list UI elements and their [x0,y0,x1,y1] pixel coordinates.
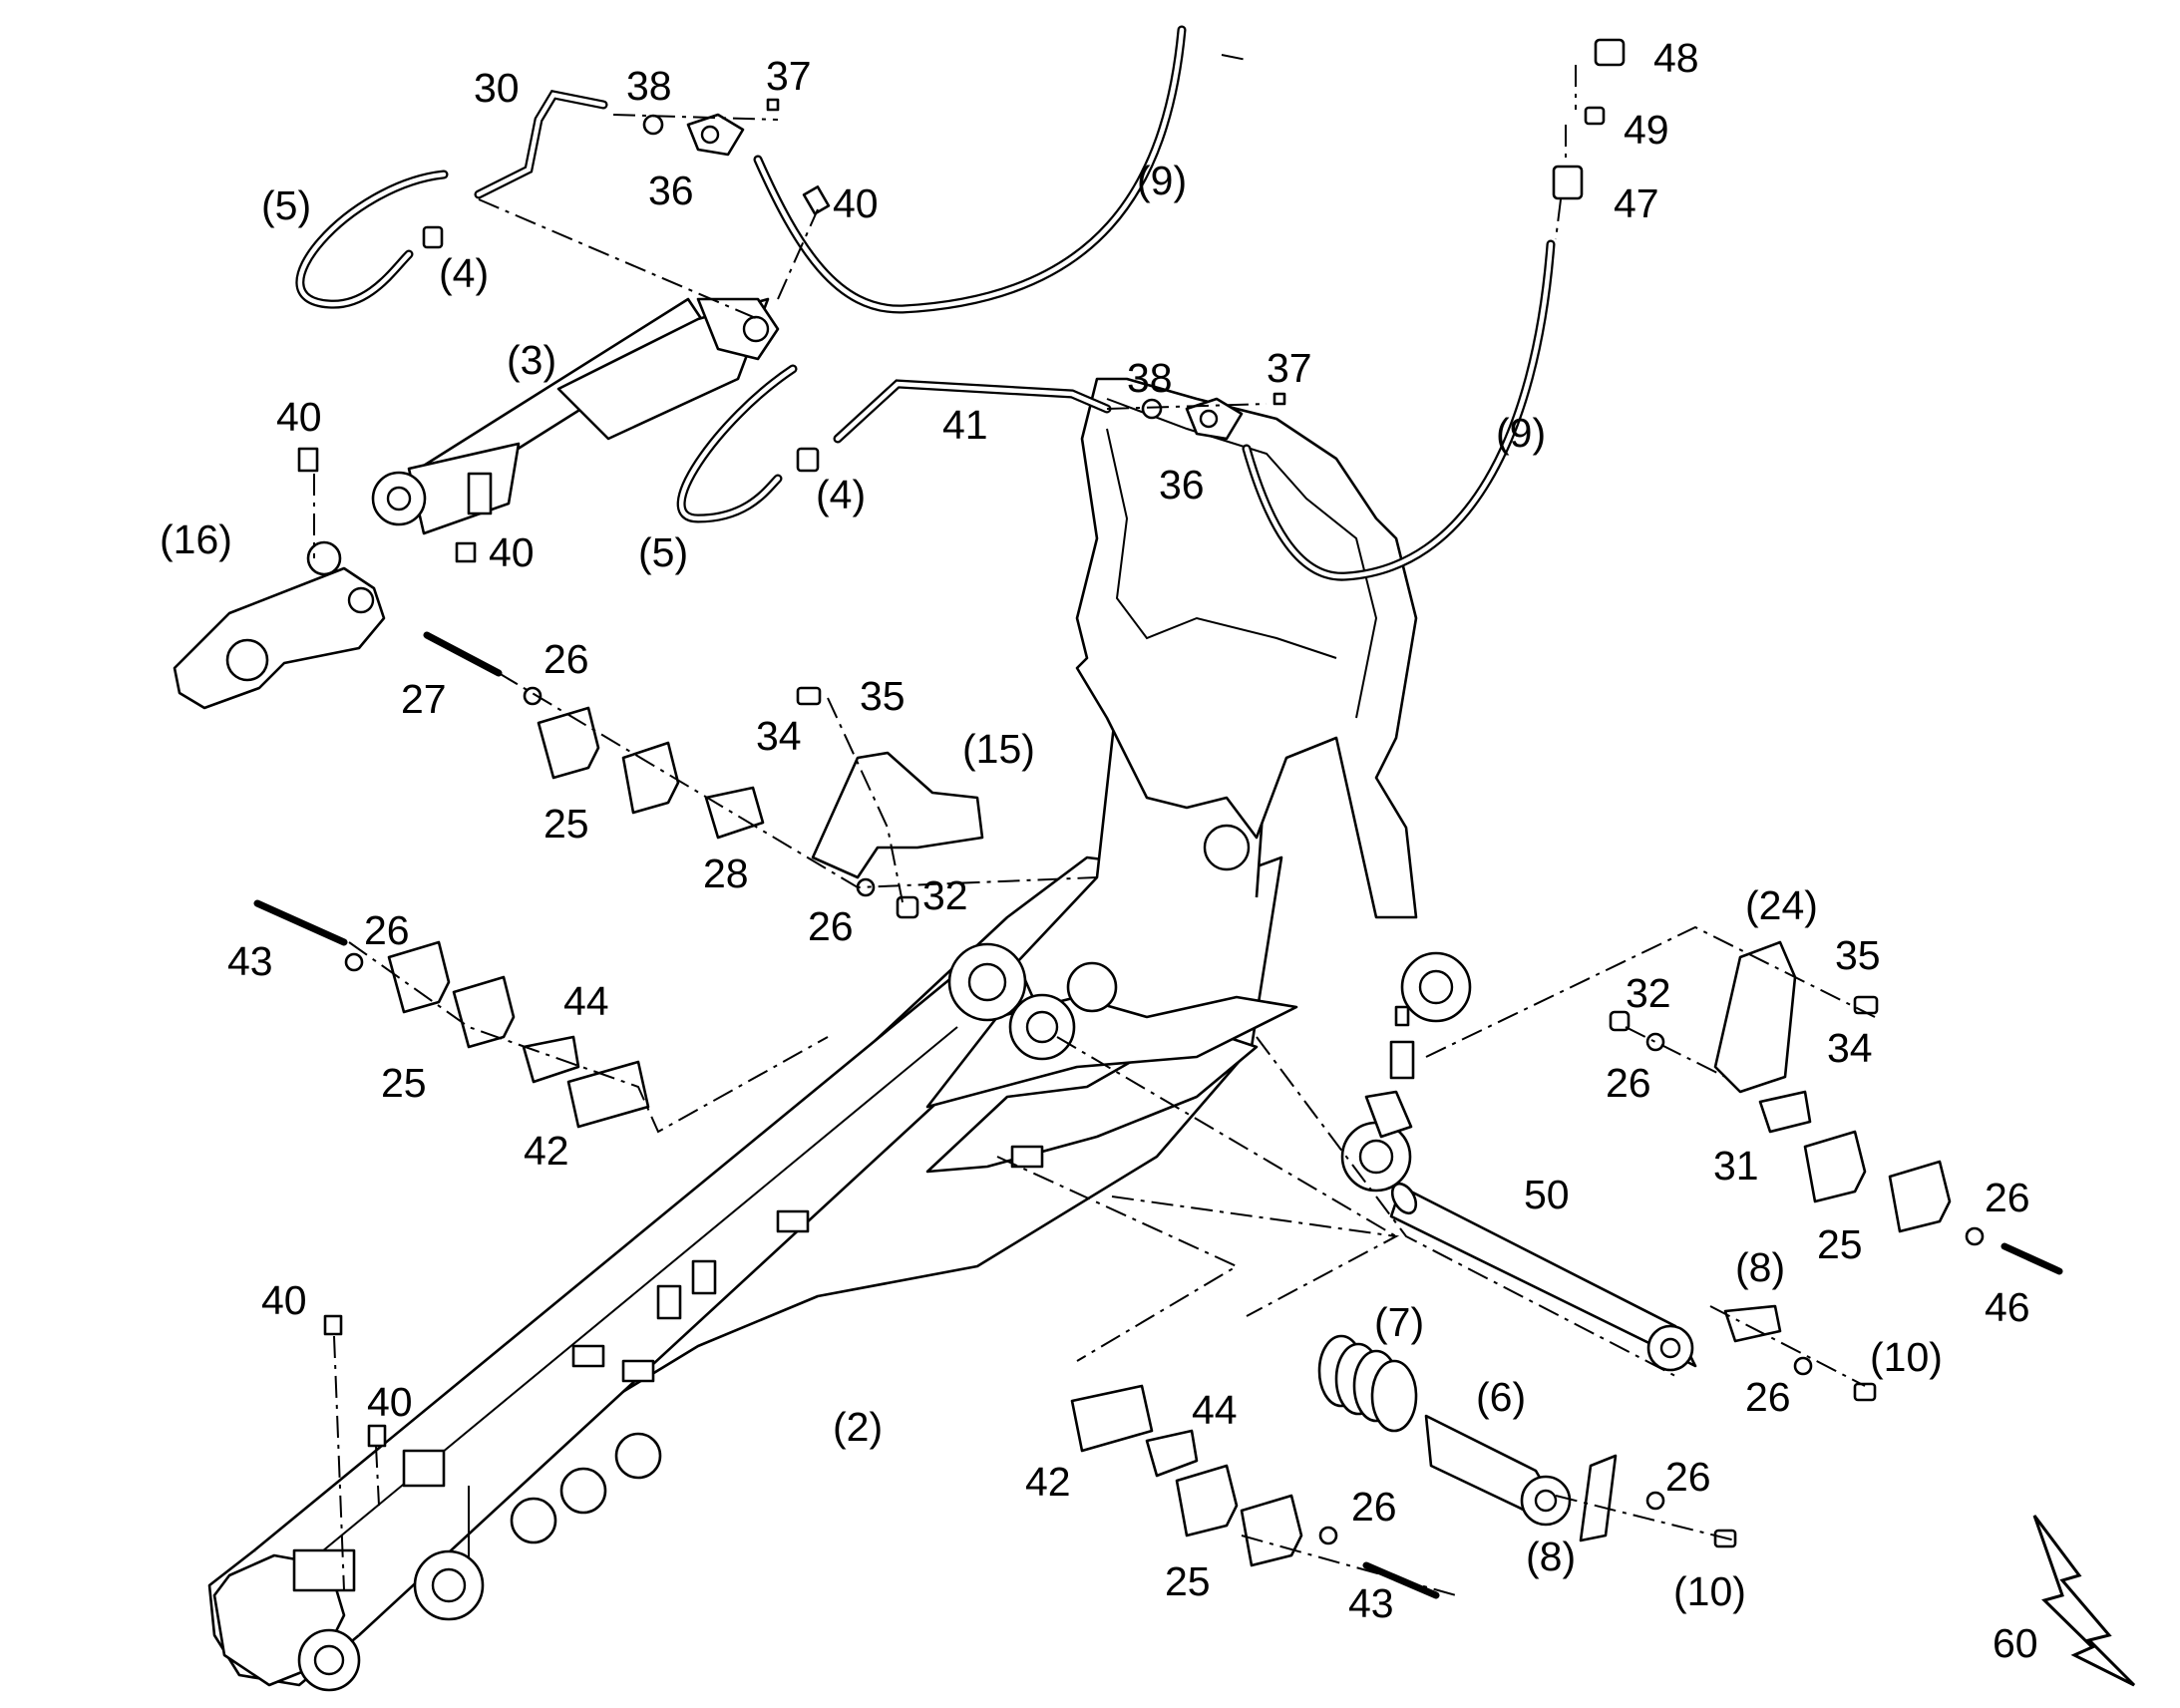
direction-arrow-icon [2032,1515,2136,1687]
label-9a: (9) [1137,158,1187,203]
label-26b: 26 [364,907,410,953]
fittings [253,38,2063,1599]
label-35a: 35 [860,673,906,719]
label-26g: 26 [1351,1484,1397,1530]
label-25c: 25 [1817,1221,1863,1267]
label-7: (7) [1374,1299,1424,1345]
label-3: (3) [507,337,556,383]
label-60: 60 [1993,1620,2038,1666]
bracket-15 [811,751,984,879]
bracket-16 [173,540,386,710]
label-37a: 37 [766,53,812,99]
label-37b: 37 [1267,345,1312,391]
label-34b: 34 [1827,1025,1873,1071]
label-35b: 35 [1835,932,1881,978]
label-24: (24) [1745,882,1818,928]
label-40c: 40 [489,529,535,575]
label-47: 47 [1614,180,1659,226]
label-6: (6) [1476,1374,1526,1420]
label-8b: (8) [1526,1534,1576,1579]
label-25d: 25 [1165,1558,1211,1604]
boom-cylinder [371,297,780,535]
label-8a: (8) [1735,1244,1785,1290]
label-40d: 40 [261,1277,307,1323]
label-9b: (9) [1496,410,1546,456]
leader-lines [313,54,1876,1596]
label-32b: 32 [1626,970,1671,1016]
label-15: (15) [962,726,1035,772]
label-4a: (4) [439,250,489,296]
label-5b: (5) [638,529,688,575]
label-34a: 34 [756,713,802,759]
label-40a: 40 [833,180,879,226]
label-30: 30 [474,65,520,111]
label-10a: (10) [1870,1334,1943,1380]
label-48: 48 [1653,35,1699,81]
label-31: 31 [1713,1143,1759,1189]
label-32a: 32 [922,872,968,918]
hoses [295,25,1556,581]
label-5a: (5) [261,182,311,228]
boom-pin [1389,1182,1697,1372]
label-26e: 26 [1985,1175,2030,1220]
label-26c: 26 [808,903,854,949]
label-4b: (4) [816,472,866,517]
label-26a: 26 [544,636,589,682]
label-40b: 40 [276,394,322,440]
label-49: 49 [1624,107,1669,153]
label-42a: 42 [524,1128,569,1174]
label-25b: 25 [381,1060,427,1106]
label-44b: 44 [1192,1387,1238,1433]
bracket-24 [1713,940,1797,1094]
label-26h: 26 [1665,1454,1711,1500]
label-41: 41 [942,402,988,448]
label-36b: 36 [1159,462,1205,508]
label-50: 50 [1524,1172,1570,1217]
label-42b: 42 [1025,1459,1071,1505]
label-10b: (10) [1673,1568,1746,1614]
label-46: 46 [1985,1284,2030,1330]
label-40e: 40 [367,1379,413,1425]
label-16: (16) [160,516,232,562]
label-36a: 36 [648,168,694,213]
label-26f: 26 [1745,1374,1791,1420]
label-27: 27 [401,676,447,722]
label-43a: 43 [227,938,273,984]
label-26d: 26 [1606,1060,1651,1106]
label-28: 28 [703,851,749,896]
part-labels: (2) (3) (4) (4) (5) (5) (6) (7) (8) (8) … [160,35,2038,1666]
boom-assembly [207,377,1472,1692]
label-2: (2) [833,1404,883,1450]
label-38a: 38 [626,63,672,109]
label-43b: 43 [1348,1580,1394,1626]
label-25a: 25 [544,801,589,847]
label-38b: 38 [1127,355,1173,401]
label-44a: 44 [563,978,609,1024]
pin-and-spring [1317,1334,1572,1527]
